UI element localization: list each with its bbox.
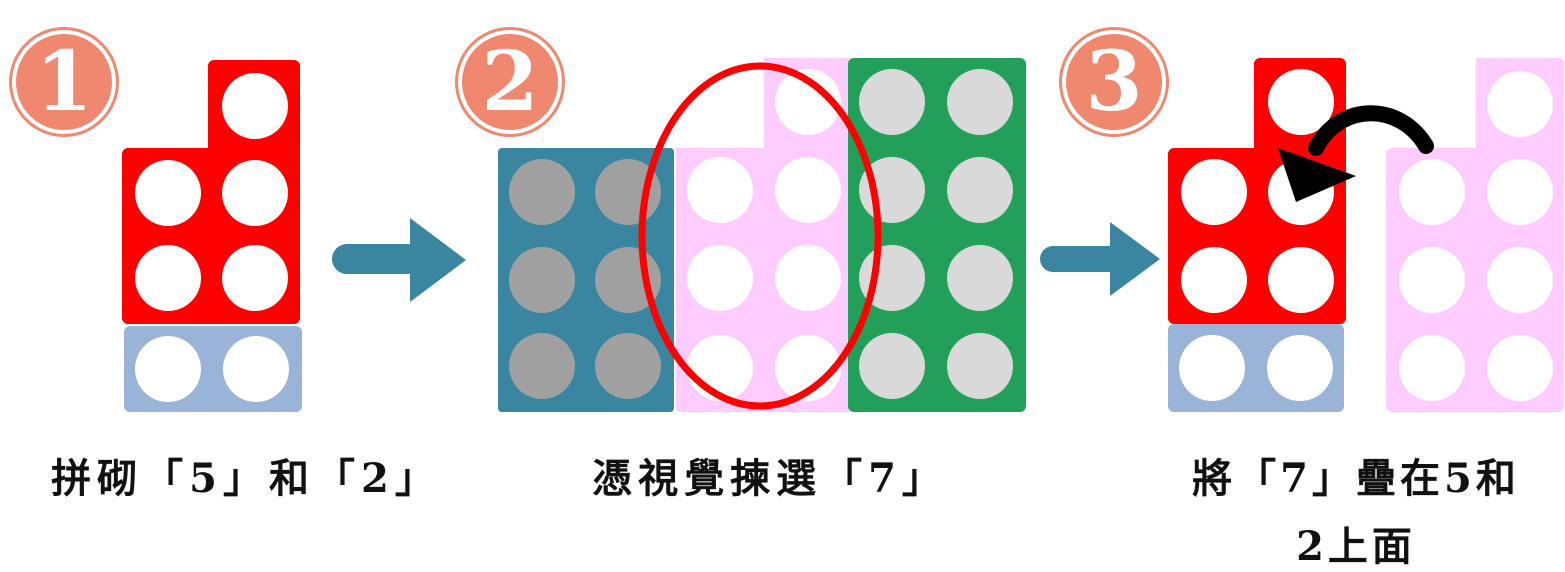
step-3-caption-line2: 2上面 <box>1296 523 1416 570</box>
seven-piece-shape <box>1386 58 1564 412</box>
right-arrow-icon <box>332 218 466 302</box>
five-piece-step1 <box>122 60 300 324</box>
right-arrow-icon <box>1040 222 1160 296</box>
two-piece-step3 <box>1168 324 1344 412</box>
step-3-badge: 3 <box>1062 30 1166 134</box>
selection-ellipse <box>638 62 882 410</box>
two-piece-shape <box>1168 324 1344 412</box>
five-piece-shape <box>122 60 300 324</box>
eight-piece <box>848 58 1026 412</box>
step-1-caption: 拼砌「5」和「2」 <box>51 455 441 502</box>
step-3-caption-line1: 將「7」疊在5和 <box>1192 455 1520 502</box>
six-piece-shape <box>498 148 674 412</box>
step-1-number: 1 <box>35 34 93 130</box>
step-2-badge: 2 <box>458 30 562 134</box>
curved-arrow-icon <box>1278 105 1434 202</box>
two-piece-shape <box>124 326 302 412</box>
seven-piece-step2 <box>676 58 854 412</box>
step-2-caption: 憑視覺揀選「7」 <box>592 455 948 502</box>
two-piece-step1 <box>124 326 302 412</box>
seven-piece-step3 <box>1386 58 1564 412</box>
eight-piece-shape <box>848 58 1026 412</box>
step-2-number: 2 <box>481 34 539 130</box>
six-piece <box>498 148 674 412</box>
step-3-number: 3 <box>1085 34 1143 130</box>
step-1-badge: 1 <box>12 30 116 134</box>
seven-piece-shape <box>676 58 854 412</box>
